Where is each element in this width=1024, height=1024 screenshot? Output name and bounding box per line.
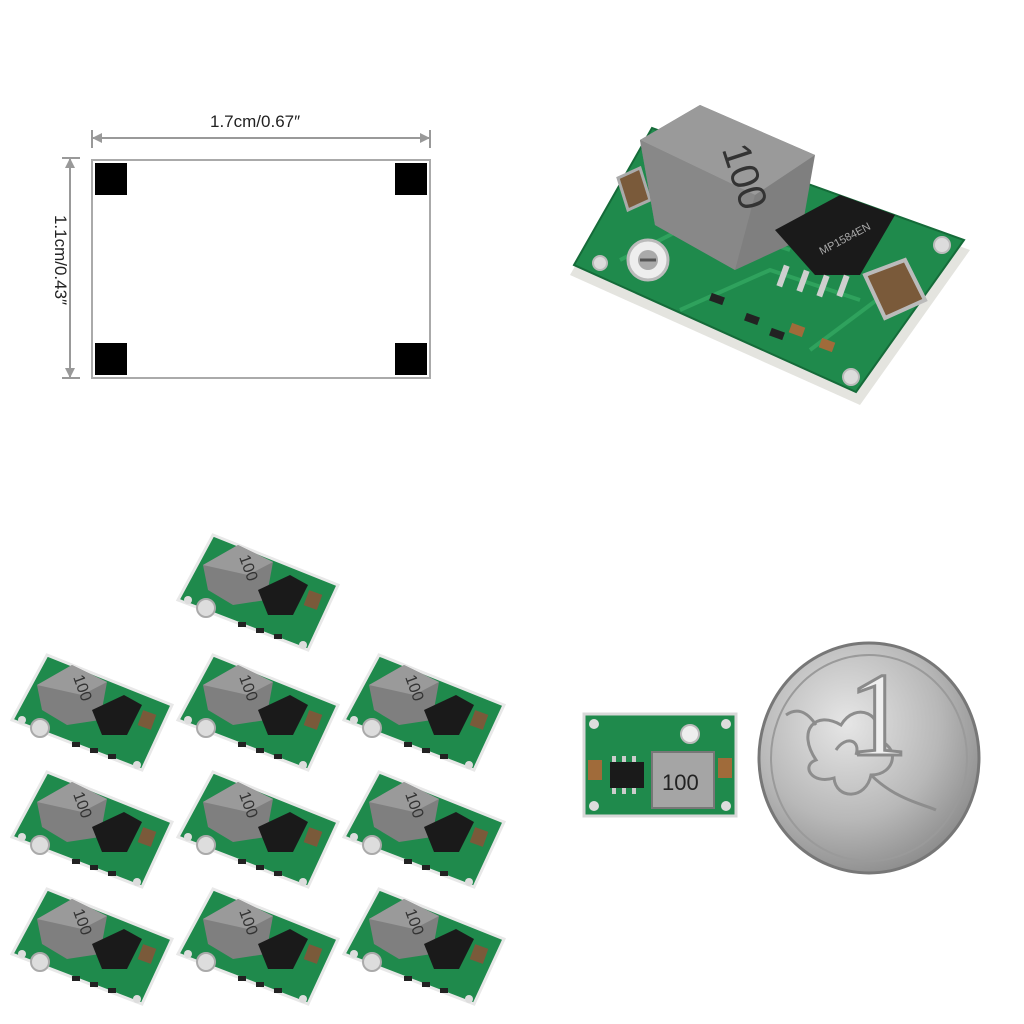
grid-module-7: 100 (342, 770, 506, 889)
grid-module-9: 100 (176, 887, 340, 1006)
width-dimension-label: 1.7cm/0.67″ (210, 112, 301, 131)
grid-module-10: 100 (342, 887, 506, 1006)
grid-module-4: 100 (342, 653, 506, 772)
coin-photo: 1 (756, 640, 982, 876)
grid-module-5: 100 (10, 770, 174, 889)
height-dimension-label: 1.1cm/0.43″ (51, 214, 70, 306)
inductor-marking-top: 100 (662, 770, 699, 795)
grid-module-6: 100 (176, 770, 340, 889)
grid-module-1: 100 (176, 533, 340, 652)
dimension-diagram: 1.7cm/0.67″ 1.1cm/0.43″ (40, 100, 460, 400)
module-top-view: 100 (580, 710, 740, 820)
grid-module-8: 100 (10, 887, 174, 1006)
dimension-drawing (62, 130, 431, 379)
coin-denomination: 1 (848, 648, 908, 781)
grid-module-3: 100 (176, 653, 340, 772)
module-large-photo: 100 MP1584EN (560, 100, 980, 420)
grid-module-2: 100 (10, 653, 174, 772)
